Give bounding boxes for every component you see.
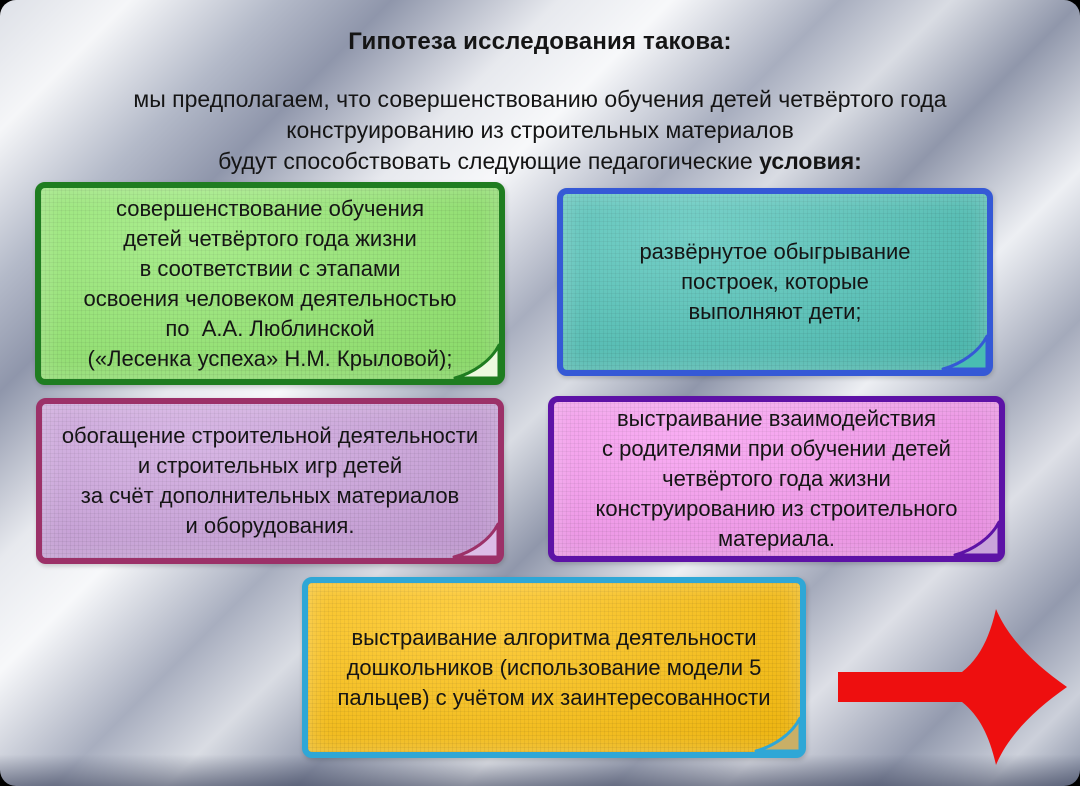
intro-line-2: конструированию из строительных материал… bbox=[286, 117, 794, 143]
card-activity-algorithm: выстраивание алгоритма деятельности дошк… bbox=[302, 577, 806, 758]
intro-line-1: мы предполагаем, что совершенствованию о… bbox=[133, 86, 947, 112]
card-improvement-of-training: совершенствование обучения детей четвёрт… bbox=[35, 182, 505, 385]
folded-corner-icon bbox=[452, 522, 500, 559]
card-text: выстраивание алгоритма деятельности дошк… bbox=[337, 624, 771, 710]
card-playing-with-buildings: развёрнутое обыгрывание построек, которы… bbox=[557, 188, 993, 376]
next-arrow-icon[interactable] bbox=[830, 606, 1070, 768]
folded-corner-icon bbox=[453, 343, 501, 380]
card-enrichment-of-activity: обогащение строительной деятельности и с… bbox=[36, 398, 504, 564]
slide-title: Гипотеза исследования такова: bbox=[348, 28, 732, 55]
folded-corner-icon bbox=[953, 520, 1001, 557]
intro-emphasis: условия: bbox=[759, 148, 862, 174]
card-text: развёрнутое обыгрывание построек, которы… bbox=[639, 239, 911, 324]
folded-corner-icon bbox=[754, 716, 802, 753]
next-arrow-shape bbox=[838, 609, 1067, 765]
folded-corner-icon bbox=[941, 334, 989, 371]
intro-paragraph: мы предполагаем, что совершенствованию о… bbox=[40, 84, 1040, 177]
card-interaction-with-parents: выстраивание взаимодействия с родителями… bbox=[548, 396, 1005, 562]
card-text: выстраивание взаимодействия с родителями… bbox=[595, 406, 958, 551]
card-text: совершенствование обучения детей четвёрт… bbox=[83, 195, 457, 371]
card-text: обогащение строительной деятельности и с… bbox=[61, 423, 479, 538]
intro-line-3: будут способствовать следующие педагогич… bbox=[218, 148, 862, 174]
